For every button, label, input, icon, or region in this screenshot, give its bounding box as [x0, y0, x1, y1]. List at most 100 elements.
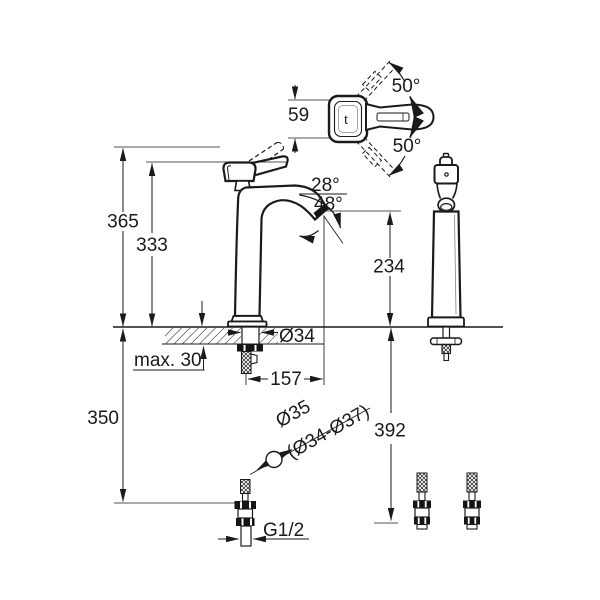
handle-cap-inner: [333, 100, 363, 138]
fitting-foot: [466, 523, 478, 530]
angle-ray: [323, 215, 344, 244]
side-base-flange: [427, 316, 465, 328]
dimension-333: 333: [136, 161, 286, 327]
fitting-nut-slit-b: [424, 501, 427, 508]
dimension-max30: max. 30: [133, 301, 207, 371]
supply-fitting-right-a: [413, 472, 431, 530]
fitting-body: [414, 507, 430, 518]
side-threaded-stub: [441, 343, 452, 355]
fitting-band-slit-a: [241, 518, 244, 526]
dimension-350: 350: [87, 328, 239, 504]
handle-top-view: 59 t 50° 50°: [288, 59, 435, 179]
fitting-nut-slit-b: [474, 501, 477, 508]
fitting-hose: [240, 479, 251, 494]
side-body-column: [430, 210, 462, 319]
dim-label-height-to-spout: 333: [136, 235, 168, 256]
fitting-nut: [234, 501, 256, 509]
spout-aerator-tip: [313, 203, 329, 218]
hole-arrow-upper: [279, 449, 293, 459]
hole-arrow-lower: [257, 459, 270, 470]
fitting-nut: [413, 500, 431, 508]
supply-fitting-right-b: [463, 472, 481, 530]
side-head-dot: [444, 172, 449, 177]
side-stub-tip: [443, 352, 450, 362]
handle-cap-front-inner: [226, 165, 232, 181]
dim-label-deck-thickness: max. 30: [134, 350, 202, 371]
spout-angle-annotation: 28° 48°: [298, 175, 347, 244]
deck-hatch-left: [165, 328, 241, 344]
fitting-neck: [418, 491, 426, 502]
handle-temp-mark: t: [344, 112, 349, 128]
fitting-nut-slit-a: [417, 501, 420, 508]
base-ring: [227, 320, 268, 328]
side-washer-bar: [429, 337, 463, 346]
swivel-arrow: [298, 230, 319, 244]
fitting-thread-pipe: [240, 525, 252, 547]
shank-hole: [242, 327, 259, 344]
side-spout-left-edge: [436, 183, 442, 199]
fitting-nut-slit-a: [467, 501, 470, 508]
dim-label-spout-angle-min: 28°: [311, 175, 340, 196]
side-spout-right-edge: [451, 183, 458, 199]
supply-fitting-center: [234, 479, 256, 547]
fitting-hose: [466, 472, 478, 493]
deck-hatch-right: [259, 328, 278, 344]
dim-label-handle-width: 59: [288, 105, 309, 126]
swing-arc-upper-half: [409, 95, 424, 119]
dimension-dia34: Ø34: [227, 326, 315, 347]
fitting-body: [237, 508, 254, 519]
side-head: [433, 164, 459, 185]
fitting-body: [464, 507, 480, 518]
dim-label-height-overall: 365: [107, 212, 139, 233]
fitting-nut-slit-b: [249, 501, 251, 509]
dimension-392: 392: [374, 327, 406, 524]
dim-label-base-diameter: Ø34: [279, 326, 315, 347]
dimension-g12: G1/2: [218, 520, 309, 543]
mounting-washer: [237, 344, 263, 352]
faucet-side-view: [427, 152, 465, 362]
fitting-band: [464, 517, 480, 525]
dim-label-spout-angle-max: 48°: [314, 194, 343, 215]
handle-cap-face: [338, 105, 358, 133]
fitting-band-slit-b: [424, 517, 427, 524]
fitting-band-slit-a: [417, 517, 420, 524]
dimension-157: 157: [245, 216, 325, 390]
washer-slit-right: [254, 345, 257, 351]
fitting-neck: [241, 492, 249, 502]
hole-symbol: [265, 450, 283, 469]
swing-arc-lower-half: [409, 115, 424, 139]
fitting-nut-slit-a: [240, 501, 242, 509]
dim-label-spout-reach: 157: [270, 369, 302, 390]
fitting-band-slit-b: [250, 518, 252, 526]
hose-side-tab: [250, 353, 258, 365]
front-view-under-deck-hardware: [237, 344, 263, 375]
fitting-hose: [416, 472, 428, 493]
dimension-234: 234: [317, 210, 405, 327]
fitting-band-slit-a: [467, 517, 470, 524]
dim-label-hose-length-left: 350: [87, 408, 119, 429]
faucet-body-spout-outline: [233, 184, 329, 318]
fitting-foot: [416, 523, 428, 530]
side-shank-stem: [442, 326, 451, 339]
handle-lever-top-view: [365, 102, 435, 132]
fitting-band-slit-b: [474, 517, 477, 524]
handle-cap-front: [222, 161, 257, 183]
angle-arc: [299, 194, 342, 229]
dim-label-thread-size: G1/2: [263, 520, 304, 541]
fitting-nut: [463, 500, 481, 508]
lever-slot: [376, 112, 410, 122]
washer-slit-left: [243, 345, 246, 351]
dim-label-hose-length-right: 392: [374, 421, 406, 442]
dim-label-swing-upper: 50°: [392, 76, 421, 97]
fitting-neck: [468, 491, 476, 502]
fitting-band: [414, 517, 430, 525]
dimension-365: 365: [107, 146, 220, 327]
fitting-band: [236, 518, 255, 526]
side-body-highlight: [454, 214, 457, 315]
faucet-front-view: [222, 141, 329, 328]
flex-hose-front: [240, 350, 252, 375]
dim-label-swing-lower: 50°: [393, 136, 422, 157]
